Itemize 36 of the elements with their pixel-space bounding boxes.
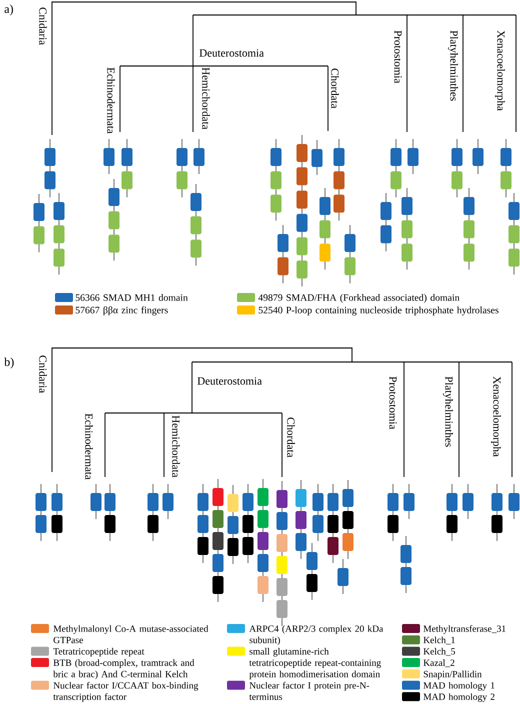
legend-label: small glutamine-rich tetratricopeptide repeat-containing protein homodimerisation domain — [249, 648, 381, 680]
taxon-label: Hemichordata — [172, 416, 180, 478]
legend-label: 52540 P-loop containing nucleoside triphosphate hydrolases — [258, 306, 498, 316]
taxon-label: Xenacoelomorpha — [495, 30, 505, 111]
legend-label: Kelch_5 — [423, 648, 456, 656]
legend-label: 49879 SMAD/FHA (Forkhead associated) domain — [258, 294, 460, 303]
legend-label: Methylmalonyl Co-A mutase-associated GTPase — [53, 625, 208, 644]
legend-label: ARPC4 (ARP2/3 complex 20 kDa subunit) — [249, 625, 384, 646]
taxon-label: Deuterostomia — [200, 49, 264, 57]
panel-label: b) — [4, 358, 14, 368]
taxon-label: Xenacoelomorpha — [491, 376, 501, 457]
taxon-label: Hemichordata — [202, 68, 210, 130]
legend-label: Kelch_1 — [423, 636, 455, 644]
taxon-label: Chordata — [287, 418, 295, 458]
legend-label: MAD homology 1 — [423, 682, 494, 691]
taxon-label: Protostomia — [394, 30, 402, 84]
legend-label: Nuclear factor I protein pre-N-terminus — [249, 682, 370, 700]
taxon-label: Platyhelminthes — [443, 376, 453, 447]
legend-label: Snapin/Pallidin — [424, 670, 482, 680]
legend-label: MAD homology 2 — [423, 693, 494, 702]
legend-label: BTB (broad-complex, tramtrack and bric a brac) And C-terminal Kelch — [53, 659, 194, 680]
taxon-label: Cnidaria — [39, 356, 47, 393]
legend-label: 57667 ββα zinc fingers — [76, 306, 168, 316]
taxon-label: Platyhelminthes — [448, 30, 458, 101]
taxon-label: Protostomia — [389, 376, 397, 430]
legend-label: 56366 SMAD MH1 domain — [76, 294, 188, 301]
taxon-label: Deuterostomia — [198, 377, 262, 385]
taxon-label: Echinodermata — [85, 414, 93, 480]
taxon-label: Chordata — [331, 68, 339, 108]
legend-label: Kazal_2 — [423, 659, 454, 668]
taxon-label: Echinodermata — [107, 68, 115, 134]
taxon-label: Cnidaria — [39, 8, 47, 45]
panel-label: a) — [4, 4, 13, 16]
legend-label: Nuclear factor I/CCAAT box-binding transcription factor — [53, 682, 198, 702]
legend-label: Methyltransferase_31 — [423, 625, 506, 634]
legend-label: Tetratricopeptide repeat — [53, 648, 144, 657]
